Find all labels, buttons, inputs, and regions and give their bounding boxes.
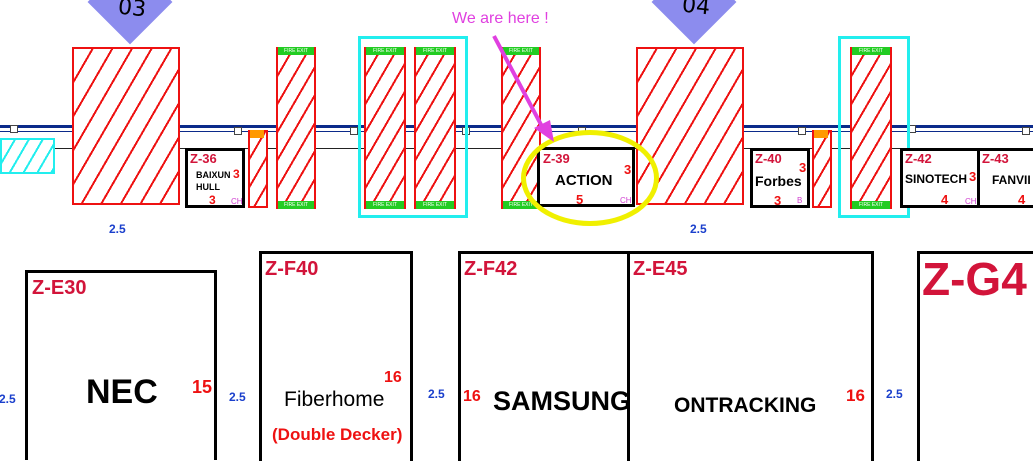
booth-name: HULL [196, 182, 220, 192]
booth-ze30[interactable]: Z-E30 NEC 15 [25, 270, 217, 460]
booth-size: 15 [192, 377, 213, 397]
hatched-column: FIRE EXIT FIRE EXIT [276, 47, 316, 209]
pillar-marker [798, 127, 806, 135]
aisle-width-label: 2.5 [428, 387, 445, 401]
booth-name: NEC [86, 373, 158, 411]
hatched-column: FIRE EXIT FIRE EXIT [364, 47, 406, 209]
booth-tag: B [797, 196, 803, 205]
booth-name: Fiberhome [284, 388, 385, 411]
fire-exit-sign: FIRE EXIT [852, 47, 890, 55]
booth-name: SINOTECH [905, 172, 968, 186]
booth-code: Z-36 [190, 151, 217, 166]
booth-code: Z-G4 [922, 253, 1027, 305]
booth-code: Z-E45 [633, 258, 688, 280]
booth-name: BAIXUN [196, 170, 231, 180]
highlight-circle [521, 130, 659, 226]
aisle-width-label: 2.5 [0, 392, 16, 406]
fire-exit-sign: FIRE EXIT [416, 201, 454, 209]
hatched-strip [812, 130, 832, 208]
booth-tag: CH [965, 197, 977, 206]
booth-zf40[interactable]: Z-F40 Fiberhome 16 (Double Decker) [259, 251, 413, 461]
booth-code: Z-42 [905, 151, 932, 166]
booth-side-size: 3 [799, 160, 807, 175]
booth-side-size: 3 [233, 167, 240, 181]
booth-name: ONTRACKING [674, 394, 817, 417]
booth-size: 16 [463, 388, 481, 405]
fire-exit-sign: FIRE EXIT [852, 201, 890, 209]
cyan-frame [838, 36, 910, 218]
hatched-column: FIRE EXIT FIRE EXIT [414, 47, 456, 209]
hatched-block-03 [72, 47, 180, 205]
hatched-column: FIRE EXIT FIRE EXIT [850, 47, 892, 209]
booth-zf42[interactable]: Z-F42 16 SAMSUNG [458, 251, 632, 461]
booth-code: Z-E30 [32, 277, 87, 299]
fire-exit-sign: FIRE EXIT [366, 201, 404, 209]
fire-exit-sign: FIRE EXIT [278, 201, 314, 209]
fire-exit-sign: FIRE EXIT [503, 201, 539, 209]
hatched-strip [248, 130, 268, 208]
booth-z43[interactable]: Z-43 FANVII 4 [977, 148, 1033, 208]
aisle-width-label: 2.5 [690, 222, 707, 236]
aisle-width-label: 2.5 [229, 390, 246, 404]
booth-code: Z-F40 [265, 258, 319, 280]
booth-name: FANVII [992, 173, 1031, 187]
fire-exit-sign: FIRE EXIT [366, 47, 404, 55]
booth-ze45[interactable]: Z-E45 ONTRACKING 16 [627, 251, 874, 461]
booth-name: Forbes [755, 173, 802, 189]
zone-label-03: 03 [116, 0, 148, 23]
booth-zg4[interactable]: Z-G4 [917, 251, 1033, 461]
booth-z40[interactable]: Z-40 Forbes 3 3 B [750, 148, 810, 208]
booth-size: 16 [846, 386, 865, 405]
booth-size: 16 [384, 369, 402, 386]
fire-exit-sign: FIRE EXIT [503, 47, 539, 55]
booth-side-size: 3 [969, 169, 977, 184]
booth-tag: CH [231, 197, 243, 206]
booth-z36[interactable]: Z-36 BAIXUN HULL 3 3 CH [185, 148, 245, 208]
booth-subtitle: (Double Decker) [272, 425, 403, 444]
booth-name: SAMSUNG [493, 386, 632, 416]
booth-code: Z-40 [755, 151, 782, 166]
booth-code: Z-F42 [464, 258, 518, 280]
booth-front-size: 4 [1018, 192, 1026, 207]
orange-marker [250, 130, 264, 138]
booth-front-size: 3 [774, 193, 782, 208]
cyan-frame [358, 36, 468, 218]
zone-label-04: 04 [680, 0, 712, 21]
we-are-here-label: We are here ! [452, 10, 549, 27]
pillar-marker [350, 127, 358, 135]
booth-z42[interactable]: Z-42 SINOTECH 3 4 CH [900, 148, 980, 208]
booth-front-size: 3 [209, 193, 216, 207]
cyan-hatched-area [0, 138, 55, 174]
fire-exit-sign: FIRE EXIT [416, 47, 454, 55]
aisle-width-label: 2.5 [109, 222, 126, 236]
pillar-marker [1022, 127, 1030, 135]
booth-front-size: 4 [941, 192, 949, 207]
fire-exit-sign: FIRE EXIT [278, 47, 314, 55]
booth-code: Z-43 [982, 151, 1009, 166]
pointer-arrow [492, 35, 554, 142]
pillar-marker [234, 127, 242, 135]
aisle-width-label: 2.5 [886, 387, 903, 401]
pillar-marker [10, 125, 18, 133]
orange-marker [814, 130, 828, 138]
